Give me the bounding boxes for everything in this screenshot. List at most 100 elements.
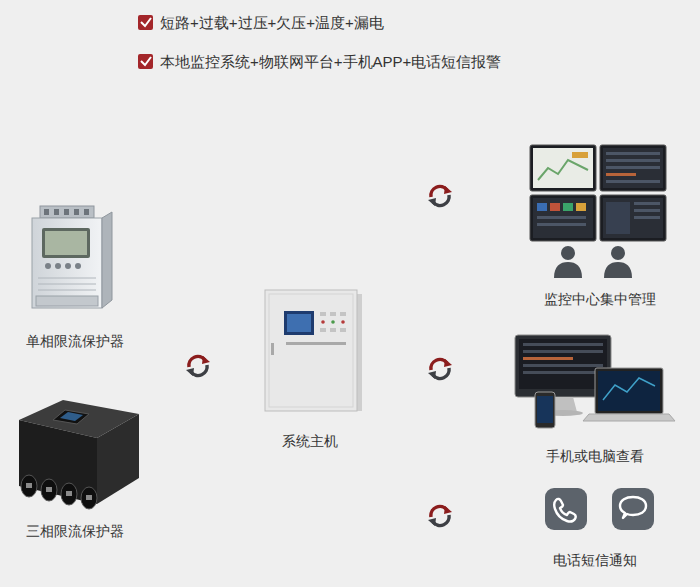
- single-phase-device-illustration-part: [42, 228, 90, 258]
- host-cabinet: 系统主机: [240, 285, 380, 450]
- monitor-center-illustration-part: [606, 180, 660, 183]
- monitor-center-illustration-part: [561, 246, 575, 260]
- decoration-layer-part: [428, 518, 436, 526]
- decoration-layer-part: [138, 15, 153, 30]
- device-label: 系统主机: [240, 432, 380, 450]
- decoration-layer-part: [444, 186, 452, 194]
- monitor-center-illustration-part: [530, 195, 596, 241]
- three-phase-device-illustration-part: [86, 495, 92, 500]
- three-phase-device-illustration-part: [97, 414, 139, 504]
- single-phase-device-illustration-part: [38, 284, 96, 285]
- call-sms-illustration: [520, 485, 670, 535]
- single-phase-device-illustration-part: [45, 231, 87, 255]
- three-phase-device-illustration-part: [60, 412, 83, 421]
- three-phase-device-illustration: [5, 390, 145, 515]
- monitor-center-illustration-part: [603, 198, 663, 238]
- single-phase-device: 单相限流保护器: [10, 200, 140, 350]
- host-cabinet-illustration-part: [286, 342, 346, 345]
- host-cabinet-illustration-part: [287, 314, 311, 332]
- monitor-center-illustration-part: [538, 160, 588, 180]
- decoration-layer-part: [202, 356, 210, 364]
- single-phase-device-illustration-part: [36, 296, 98, 306]
- three-phase-device: 三相限流保护器: [5, 390, 145, 540]
- single-phase-device-illustration-part: [64, 209, 69, 215]
- decoration-layer-part: [141, 18, 151, 26]
- monitor-center-illustration-part: [576, 203, 586, 211]
- monitor-center-illustration-part: [533, 148, 593, 188]
- computer-phone-illustration: [505, 330, 685, 442]
- single-phase-device-illustration-part: [38, 278, 96, 279]
- three-phase-device-illustration-part: [66, 491, 72, 496]
- check-icon: [138, 54, 153, 69]
- host-cabinet-illustration-part: [321, 320, 325, 324]
- three-phase-device-illustration-part: [53, 410, 89, 424]
- host-cabinet-illustration-part: [320, 312, 326, 316]
- monitor-center-illustration-part: [554, 262, 582, 278]
- single-phase-device-illustration-part: [54, 209, 59, 215]
- three-phase-device-illustration-part: [26, 483, 32, 488]
- call-sms: 电话短信通知: [520, 485, 670, 569]
- monitor-center-illustration-part: [611, 246, 625, 260]
- computer-phone-illustration-part: [523, 364, 603, 367]
- three-phase-device-illustration-part: [21, 475, 37, 497]
- monitor-center-illustration-part: [606, 202, 630, 234]
- single-phase-device-illustration-part: [75, 263, 81, 269]
- monitor-center-illustration-part: [563, 203, 573, 211]
- monitor-center: 监控中心集中管理: [510, 140, 690, 308]
- link-icon: [428, 186, 452, 206]
- host-cabinet-illustration-part: [330, 328, 336, 332]
- monitor-center-illustration-part: [634, 216, 660, 219]
- host-cabinet-illustration-part: [269, 294, 353, 407]
- device-label: 监控中心集中管理: [510, 290, 690, 308]
- device-label: 手机或电脑查看: [505, 447, 685, 465]
- monitor-center-illustration-part: [572, 152, 588, 158]
- host-cabinet-illustration-part: [340, 328, 346, 332]
- decoration-layer-part: [444, 359, 452, 367]
- computer-phone-illustration-part: [523, 357, 573, 360]
- monitor-center-illustration-part: [600, 195, 666, 241]
- host-cabinet-illustration-part: [284, 311, 314, 335]
- single-phase-device-illustration: [10, 200, 140, 320]
- call-sms-illustration-part: [620, 497, 646, 518]
- decoration-layer-part: [138, 54, 153, 69]
- monitor-center-illustration-part: [606, 166, 660, 169]
- monitor-center-illustration-part: [530, 145, 596, 191]
- single-phase-device-illustration-part: [102, 212, 112, 308]
- computer-phone-illustration-part: [519, 339, 607, 389]
- decoration-layer-part: [141, 57, 151, 65]
- monitor-center-illustration-part: [634, 209, 660, 212]
- computer-phone-illustration-part: [535, 392, 555, 428]
- feature-line: 短路+过载+过压+欠压+温度+漏电: [160, 13, 384, 33]
- link-icon: [428, 506, 452, 526]
- single-phase-device-illustration-part: [74, 209, 79, 215]
- device-label: 单相限流保护器: [10, 332, 140, 350]
- single-phase-device-illustration-part: [40, 206, 94, 218]
- host-cabinet-illustration-part: [340, 312, 346, 316]
- monitor-center-illustration-part: [603, 148, 663, 188]
- computer-phone-illustration-part: [523, 371, 603, 374]
- three-phase-device-illustration-part: [41, 479, 57, 501]
- host-cabinet-illustration-part: [271, 343, 274, 355]
- monitor-center-illustration-part: [550, 203, 560, 211]
- monitor-center-illustration-part: [537, 203, 547, 211]
- monitor-center-illustration-part: [604, 262, 632, 278]
- host-cabinet-illustration-part: [320, 328, 326, 332]
- call-sms-illustration-part: [545, 488, 587, 530]
- single-phase-device-illustration-part: [55, 263, 61, 269]
- single-phase-device-illustration-part: [45, 263, 51, 269]
- monitor-center-illustration-part: [537, 216, 586, 219]
- monitor-center-illustration-part: [634, 202, 660, 205]
- host-cabinet-illustration: [240, 285, 380, 420]
- single-phase-device-illustration-part: [38, 290, 96, 291]
- three-phase-device-illustration-part: [81, 487, 97, 509]
- computer-phone-illustration-part: [537, 396, 553, 423]
- device-label: 三相限流保护器: [5, 522, 145, 540]
- monitor-center-illustration-part: [606, 159, 660, 162]
- monitor-center-illustration-part: [606, 173, 636, 176]
- decoration-layer-part: [428, 198, 436, 206]
- decoration-layer-part: [428, 371, 436, 379]
- single-phase-device-illustration-part: [32, 218, 102, 308]
- decoration-layer-part: [186, 368, 194, 376]
- feature-line: 本地监控系统+物联网平台+手机APP+电话短信报警: [160, 52, 501, 72]
- computer-phone-illustration-part: [523, 350, 603, 353]
